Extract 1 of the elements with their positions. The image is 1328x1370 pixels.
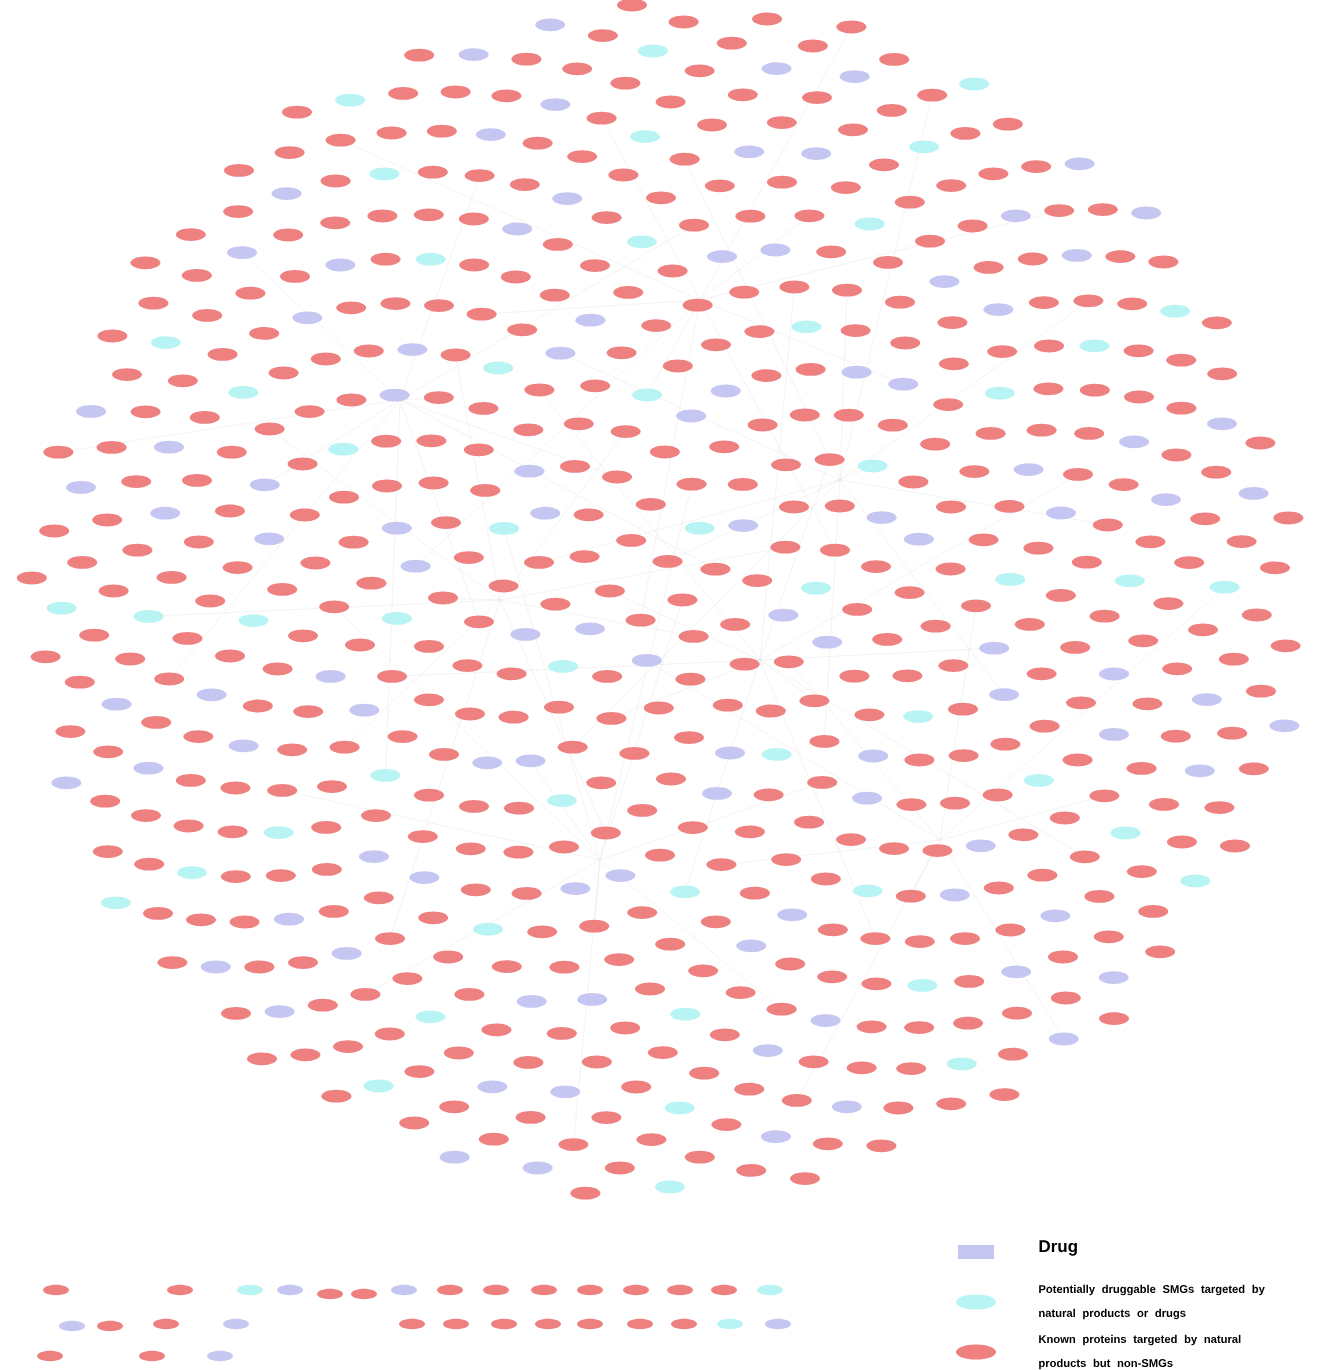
legend-label: Drug [1039, 1240, 1077, 1256]
